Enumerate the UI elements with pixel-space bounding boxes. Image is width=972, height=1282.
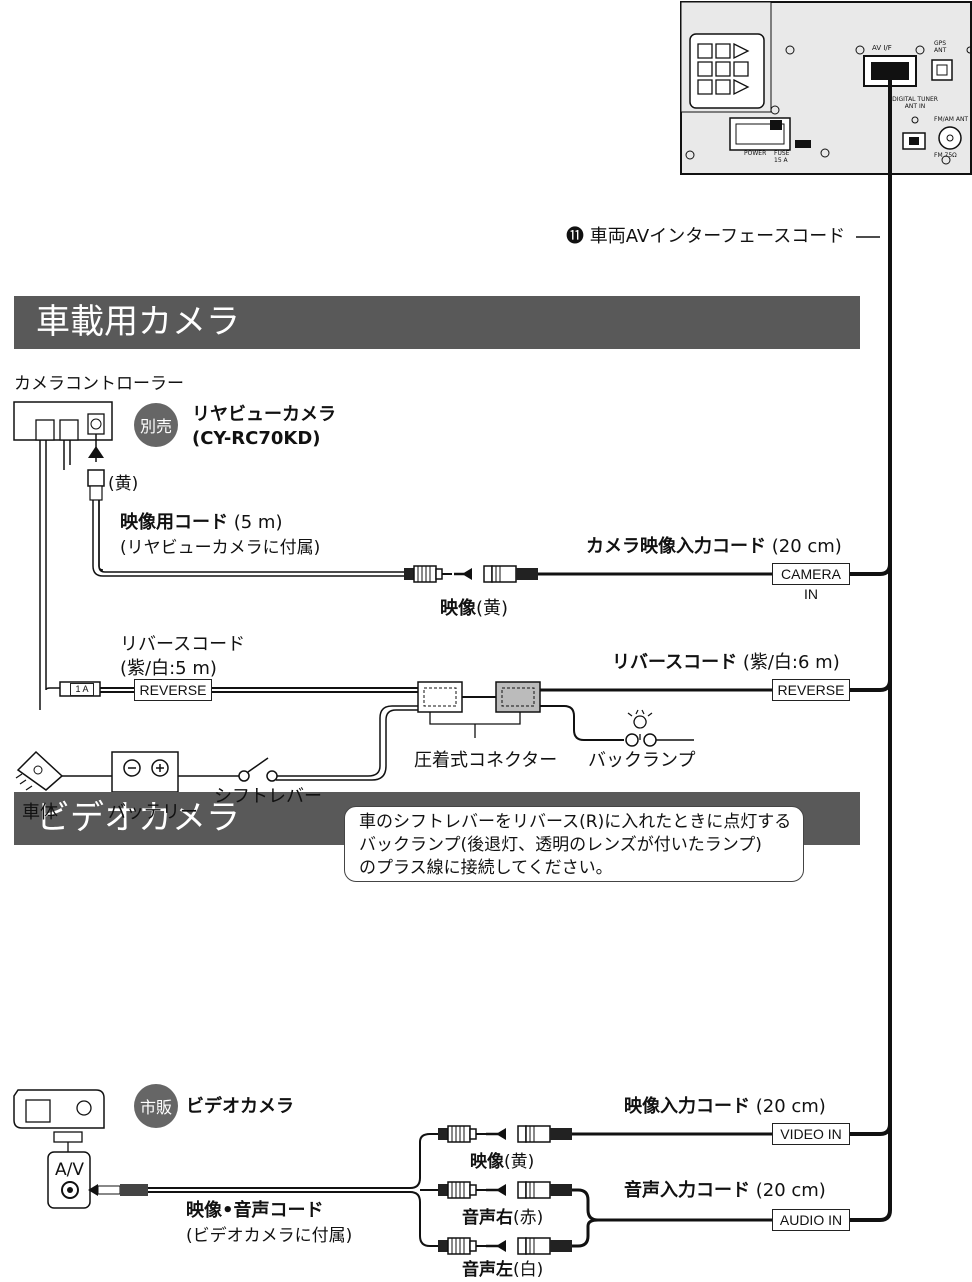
back-lamp-label: バックランプ	[588, 750, 696, 771]
port-gps-label: GPS ANT	[934, 40, 947, 55]
av-jack-label: A/V	[55, 1160, 84, 1180]
video-in-tag: VIDEO IN	[772, 1123, 850, 1145]
reverse-tag-left: REVERSE	[134, 679, 212, 701]
port-digital-tuner-label: DIGITAL TUNER ANT IN	[892, 96, 938, 111]
optional-badge: 別売	[134, 403, 178, 447]
video-camera	[13, 1089, 105, 1143]
plug-right-label: 音声右(赤)	[462, 1208, 544, 1228]
audio-input-cord-label: 音声入力コード (20 cm)	[624, 1180, 826, 1201]
video-plug-label: 映像(黄)	[440, 598, 509, 619]
rear-camera-model: (CY-RC70KD)	[192, 428, 321, 449]
video-cord-label: 映像用コード (5 m)	[120, 512, 283, 533]
note-line-2: バックランプ(後退灯、透明のレンズが付いたランプ)	[359, 835, 762, 855]
video-input-cord-label: 映像入力コード (20 cm)	[624, 1096, 826, 1117]
plug-left-label: 音声左(白)	[462, 1260, 544, 1280]
fm-impedance-label: FM 75Ω	[934, 152, 957, 159]
reverse-cord-left-label: リバースコード	[120, 634, 246, 655]
av-cord-note: (ビデオカメラに付属)	[186, 1226, 353, 1246]
audio-in-tag: AUDIO IN	[772, 1209, 850, 1231]
power-label: POWER	[744, 150, 767, 157]
note-callout: 車のシフトレバーをリバース(R)に入れたときに点灯する バックランプ(後退灯、透…	[344, 806, 804, 882]
av-cord-label: 映像•音声コード	[186, 1200, 324, 1221]
head-unit	[680, 1, 972, 175]
battery-label: バッテリー	[108, 802, 198, 823]
commercial-badge: 市販	[134, 1084, 178, 1128]
note-line-1: 車のシフトレバーをリバース(R)に入れたときに点灯する	[359, 812, 792, 832]
yellow-label: (黄)	[108, 474, 139, 494]
connector-1a-tag: 1 A	[70, 683, 94, 696]
shift-lever-label: シフトレバー	[214, 786, 322, 807]
video-cord-note: (リヤビューカメラに付属)	[120, 538, 321, 558]
crimp-connector-label: 圧着式コネクター	[414, 750, 558, 771]
reverse-tag-right: REVERSE	[772, 679, 850, 701]
fuse-label: FUSE 15 A	[774, 150, 790, 165]
video-camera-name: ビデオカメラ	[186, 1096, 294, 1117]
plug-video-label: 映像(黄)	[470, 1152, 535, 1172]
interface-cord-label: ⓫ 車両AVインターフェースコード	[566, 226, 846, 247]
car-body-label: 車体	[22, 802, 58, 823]
note-line-3: のプラス線に接続してください。	[359, 858, 613, 878]
camera-in-tag: CAMERA IN	[772, 563, 850, 602]
port-av-if-label: AV I/F	[872, 44, 892, 52]
port-fm-am-label: FM/AM ANT	[934, 116, 969, 123]
reverse-cord-left-spec: (紫/白:5 m)	[120, 658, 217, 679]
controller-label: カメラコントローラー	[14, 374, 184, 394]
camera-input-cord-label: カメラ映像入力コード (20 cm)	[586, 536, 842, 557]
rear-camera-name: リヤビューカメラ	[192, 404, 336, 425]
section-header-camera: 車載用カメラ	[14, 296, 860, 349]
reverse-cord-right-label: リバースコード (紫/白:6 m)	[612, 652, 840, 673]
camera-controller	[13, 401, 113, 441]
